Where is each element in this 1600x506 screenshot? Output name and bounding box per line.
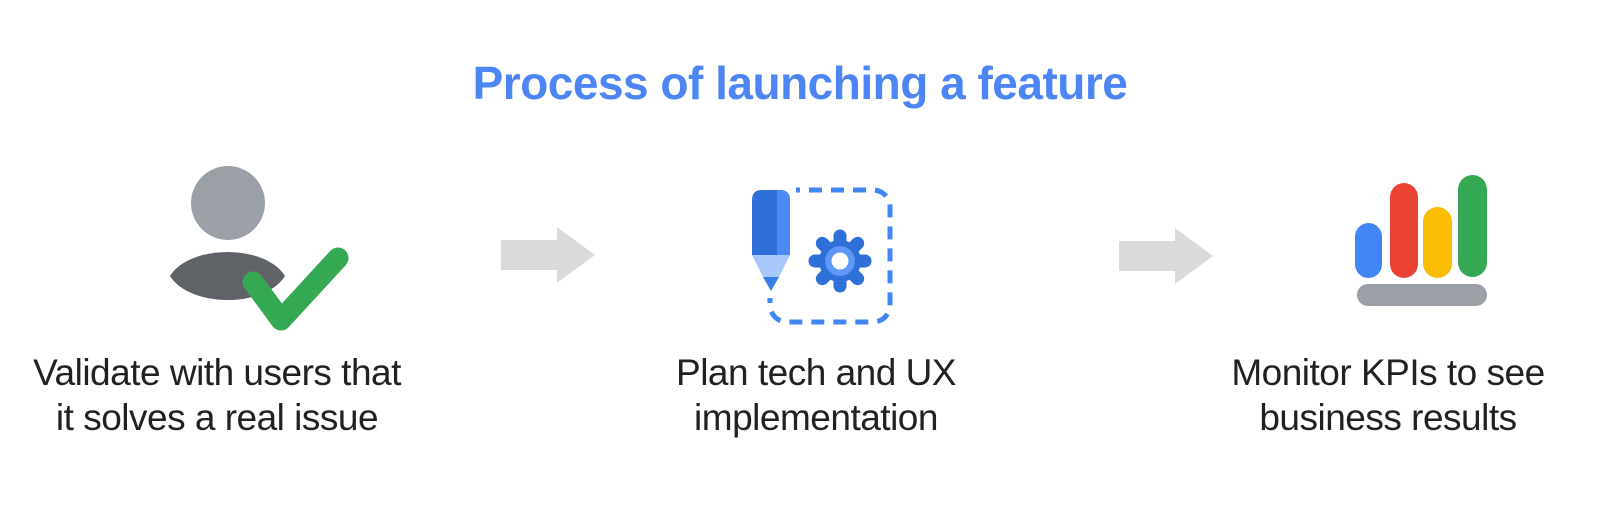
person-head [191,166,265,240]
bar-chart-icon [1355,175,1487,306]
arrow-shape [501,227,595,283]
arrow-right-icon [501,227,595,283]
step-label-validate: Validate with users that it solves a rea… [33,350,401,440]
step-label-monitor: Monitor KPIs to see business results [1231,350,1545,440]
pencil-tip [752,255,790,277]
checkmark-icon [242,247,349,331]
gear-center-hole [831,252,849,270]
arrow-shape [1119,228,1213,284]
label-line: implementation [694,397,938,438]
user-validated-icon [170,166,349,331]
label-line: Plan tech and UX [676,352,956,393]
chart-bar-yellow [1423,207,1452,278]
chart-bar-green [1458,175,1487,277]
label-line: it solves a real issue [55,397,379,438]
arrow-right-icon [1119,228,1213,284]
chart-base [1357,284,1487,306]
chart-bar-blue [1355,223,1382,278]
gear-icon [808,229,872,293]
pencil-body-highlight [777,190,790,255]
label-line: Monitor KPIs to see [1231,352,1545,393]
label-line: business results [1259,397,1517,438]
label-line: Validate with users that [33,352,401,393]
chart-bar-red [1390,183,1418,278]
diagram-title: Process of launching a feature [472,57,1128,109]
pencil-point [763,277,779,291]
pencil-gear-icon [746,180,893,325]
step-label-plan: Plan tech and UX implementation [676,350,956,440]
